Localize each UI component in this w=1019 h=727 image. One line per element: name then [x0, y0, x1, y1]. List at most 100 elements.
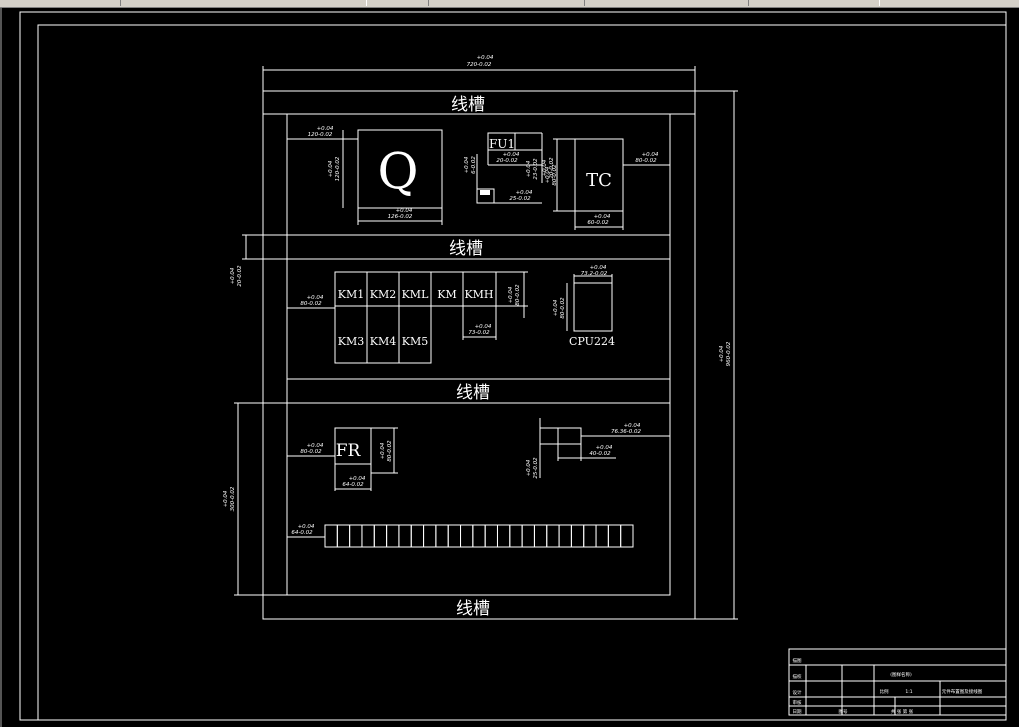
- contactor-km1-label: KM1: [338, 288, 364, 301]
- fuse-fu1-label: FU1: [489, 137, 515, 151]
- plc-cpu224: [573, 282, 613, 332]
- contactor-km4-label: KM4: [370, 335, 396, 348]
- panel-inner: [286, 113, 671, 596]
- dim-value-fr-left: 80-0.02: [300, 449, 322, 455]
- sheet-inner-frame: [37, 24, 1007, 721]
- dim-tol-fr-left: +0.04: [307, 443, 324, 449]
- dim-value-cpu-h: 80-0.02: [560, 297, 566, 319]
- dim-tol-tc-right: +0.04: [642, 152, 659, 158]
- dim-tol-cpu-h: +0.04: [553, 299, 559, 316]
- terminal-cell: [496, 524, 511, 548]
- dim-value-fr-h: 80-0.02: [387, 440, 393, 462]
- transformer-tc: [574, 138, 624, 212]
- dim-value-km-left: 80-0.02: [300, 301, 322, 307]
- toolbar-combo-lineweight[interactable]: [584, 0, 749, 6]
- dim-tol-cpu-w: +0.04: [590, 265, 607, 271]
- terminal-cell: [583, 524, 597, 548]
- tb-drawing-name: (图样名称): [890, 671, 912, 678]
- dim-value-kmh-h: 80-0.02: [515, 284, 521, 306]
- plc-cpu224-label: CPU224: [569, 335, 615, 348]
- dim-value-overall-width: 720-0.02: [467, 62, 492, 68]
- terminal-cell: [349, 524, 363, 548]
- dim-value-overall-height: 960-0.02: [726, 341, 732, 366]
- tb-left-4: 审核: [793, 699, 802, 706]
- dim-tol-fu-left: +0.04: [464, 156, 470, 173]
- terminal-cell: [435, 524, 449, 548]
- terminal-cell: [423, 524, 437, 548]
- dim-tol-q-bottom: +0.04: [396, 208, 413, 214]
- dim-tol-q-h: +0.04: [328, 160, 334, 177]
- dim-value-tc-h: 80-0.02: [552, 164, 558, 186]
- dim-tol-km-left: +0.04: [307, 295, 324, 301]
- tb-left-2: 描校: [793, 673, 802, 680]
- contactor-kml-label: KML: [402, 288, 429, 301]
- contactor-grid: [334, 271, 497, 364]
- toolbar-combo-linetype[interactable]: [428, 0, 585, 6]
- trough-label-4: 线槽: [456, 599, 490, 619]
- terminal-cell: [410, 524, 425, 548]
- dim-value-fu-side: 23-0.02: [533, 158, 539, 180]
- terminal-cell: [620, 524, 634, 548]
- dim-value-fu-left: 6-0.02: [471, 156, 477, 174]
- trough-label-1: 线槽: [451, 95, 485, 115]
- terminal-cell: [484, 524, 498, 548]
- fuse-base-fill: [480, 190, 490, 195]
- sheet-outer-frame: [19, 11, 1007, 721]
- title-block: (图样名称) 比例 1:1 元件布置图及接线图 图号 共 张 第 张 描图 描校…: [788, 648, 1007, 716]
- dim-value-fu-top: 20-0.02: [496, 158, 518, 164]
- terminal-cell: [398, 524, 412, 548]
- tb-title: 元件布置图及接线图: [942, 688, 983, 695]
- dim-value-q-h: 120-0.02: [335, 156, 341, 181]
- title-block-frame: [788, 648, 1007, 716]
- tb-drawing-no: 图号: [839, 709, 848, 715]
- dim-tol-fu-h: +0.04: [542, 159, 548, 176]
- dim-tol-q-w: +0.04: [317, 126, 334, 132]
- tb-left-1: 描图: [793, 657, 802, 664]
- terminal-strip: [324, 524, 634, 548]
- dim-value-lower-h: 300-0.02: [230, 486, 236, 511]
- trough-label-3: 线槽: [456, 383, 490, 403]
- drawing-svg: 线槽 线槽 线槽 线槽 +0.04 720-0.02 +0.04 960-0.0…: [19, 11, 1007, 721]
- dim-value-kmh-w: 73-0.02: [468, 330, 490, 336]
- thermal-relay-fr-label: FR: [336, 441, 362, 461]
- contactor-kmh-label: KMH: [464, 288, 493, 301]
- tb-left-5: 日期: [793, 709, 802, 715]
- terminal-cell: [521, 524, 535, 548]
- dim-tol-fr-h: +0.04: [380, 442, 386, 459]
- dim-tol-comp-right: +0.04: [624, 423, 641, 429]
- dim-value-comp-h: 25-0.02: [533, 457, 539, 479]
- dim-tol-trough-gap: +0.04: [230, 267, 236, 284]
- contactor-kmh: [462, 271, 497, 307]
- contactor-km5-label: KM5: [402, 335, 428, 348]
- dim-value-fu-small: 25-0.02: [509, 196, 531, 202]
- toolbar-combo-plotstyle[interactable]: [748, 0, 880, 6]
- terminal-cell: [386, 524, 400, 548]
- dim-tol-lower-h: +0.04: [223, 490, 229, 507]
- dim-tol-kmh-h: +0.04: [508, 286, 514, 303]
- dim-tol-overall-width: +0.04: [477, 55, 494, 61]
- contactor-km2-label: KM2: [370, 288, 396, 301]
- dim-value-tc-right: 80-0.02: [635, 158, 657, 164]
- tb-sheets: 共 张 第 张: [891, 708, 914, 715]
- dim-value-comp-w: 40-0.02: [589, 451, 611, 457]
- dim-value-fr-w: 64-0.02: [342, 482, 364, 488]
- toolbar-combo-layer[interactable]: [120, 0, 367, 6]
- transformer-tc-label: TC: [586, 170, 612, 191]
- dim-tol-term-left: +0.04: [298, 524, 315, 530]
- dim-tol-fu-side: +0.04: [526, 160, 532, 177]
- terminal-cell: [447, 524, 462, 548]
- dim-tol-comp-h: +0.04: [526, 459, 532, 476]
- terminal-cell: [336, 524, 351, 548]
- toolbar: [0, 0, 1019, 8]
- dim-value-trough-gap: 20-0.02: [237, 265, 243, 287]
- contactor-km5: [398, 305, 432, 364]
- drawing-canvas[interactable]: 线槽 线槽 线槽 线槽 +0.04 720-0.02 +0.04 960-0.0…: [0, 8, 1019, 727]
- panel-outline: [262, 90, 696, 620]
- dim-value-cpu-w: 73.2-0.02: [581, 271, 608, 277]
- terminal-cell: [460, 524, 474, 548]
- terminal-cell: [509, 524, 523, 548]
- dim-tol-fu-top: +0.04: [503, 152, 520, 158]
- dim-tol-fr-w: +0.04: [349, 476, 366, 482]
- small-component: [557, 427, 582, 445]
- terminal-cell: [472, 524, 486, 548]
